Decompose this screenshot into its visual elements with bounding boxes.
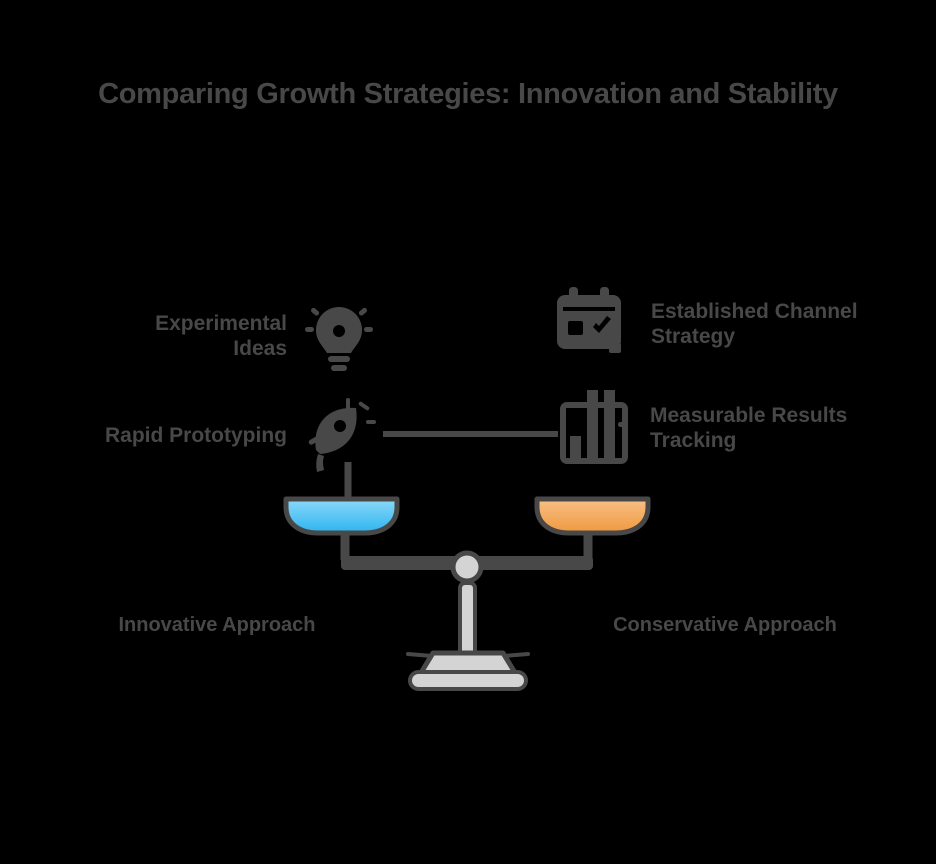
left-feature-2-line-1: Rapid Prototyping — [105, 424, 287, 447]
right-pan-label: Conservative Approach — [613, 614, 837, 636]
left-feature-1-line-2: Ideas — [233, 337, 287, 360]
calendar-icon — [551, 285, 633, 360]
scale-pillar — [458, 581, 477, 661]
right-feature-1-label: Established Channel Strategy — [651, 299, 858, 349]
rocket-icon — [302, 394, 382, 481]
right-feature-2-line-2: Tracking — [650, 429, 737, 452]
base-flare-right — [502, 652, 530, 658]
right-pan — [534, 496, 651, 536]
right-feature-1-line-2: Strategy — [651, 325, 736, 348]
left-feature-2-label: Rapid Prototyping — [105, 423, 287, 448]
bar-chart-icon — [556, 388, 636, 475]
base-flare-left — [406, 652, 434, 658]
left-feature-1-label: Experimental Ideas — [155, 311, 287, 361]
scale-base-lower — [408, 670, 528, 691]
left-feature-1-line-1: Experimental — [155, 312, 287, 335]
left-pan-label: Innovative Approach — [118, 614, 316, 636]
right-feature-2-label: Measurable Results Tracking — [650, 403, 847, 453]
right-feature-2-line-1: Measurable Results — [650, 404, 848, 427]
diagram-title: Comparing Growth Strategies: Innovation … — [98, 78, 838, 110]
scale-pivot — [450, 550, 484, 584]
right-feature-1-line-1: Established Channel — [651, 300, 858, 323]
scale-beam — [341, 556, 593, 570]
scale-base-upper — [416, 650, 520, 679]
left-pan — [283, 496, 400, 536]
lightbulb-icon — [301, 301, 377, 380]
